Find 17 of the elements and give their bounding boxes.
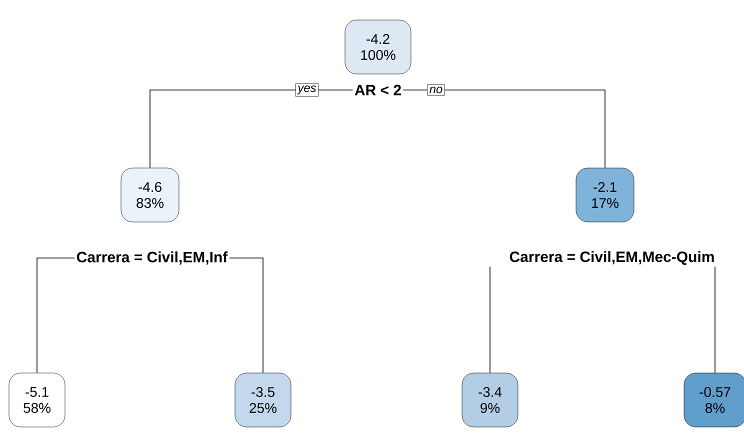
connector [228, 258, 264, 374]
edge-label: no [427, 84, 445, 96]
connector [150, 90, 354, 168]
tree-node: -4.2 100% [344, 20, 412, 74]
tree-node: -3.4 9% [462, 372, 518, 428]
connector [402, 90, 606, 168]
tree-node: -5.1 58% [8, 372, 66, 428]
split-label: AR < 2 [352, 83, 404, 97]
connector [714, 266, 716, 374]
tree-node: -4.6 83% [120, 168, 180, 222]
split-label: Carrera = Civil,EM,Mec-Quim [508, 250, 716, 266]
edge-label: yes [295, 83, 319, 97]
connector [36, 258, 76, 374]
tree-node: -0.57 8% [684, 372, 744, 428]
tree-node: -3.5 25% [234, 372, 292, 428]
split-label: Carrera = Civil,EM,Inf [74, 250, 230, 266]
tree-node: -2.1 17% [576, 168, 634, 222]
